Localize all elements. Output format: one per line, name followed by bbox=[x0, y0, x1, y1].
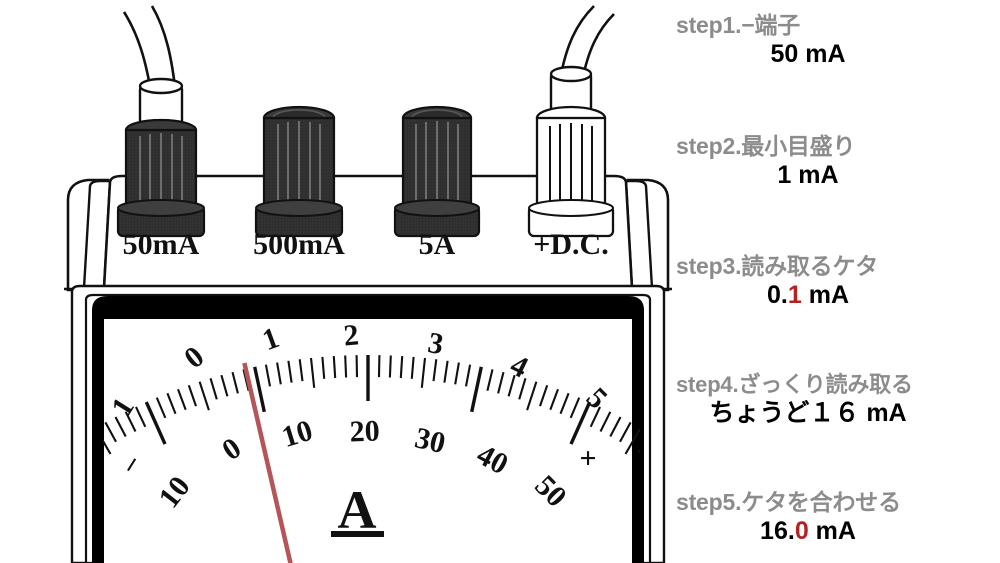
scale-tick-minor bbox=[321, 356, 326, 379]
step-1-label: step1.−端子 bbox=[676, 12, 801, 38]
svg-text:3: 3 bbox=[425, 326, 446, 361]
scale-tick-minor bbox=[198, 381, 210, 411]
steps-panel: step1.−端子 50 mA step2.最小目盛り 1 mA step3.読… bbox=[676, 0, 1000, 563]
scale-tick-minor bbox=[309, 357, 316, 388]
multimeter-svg: 50mA 500mA bbox=[48, 5, 672, 563]
dial-bezel bbox=[92, 296, 644, 563]
step-5-value-prefix: 16. bbox=[760, 517, 795, 545]
terminal-label-50ma: 50mA bbox=[123, 228, 200, 261]
scale-tick-minor bbox=[114, 416, 127, 437]
meter-needle bbox=[242, 362, 293, 563]
scale-tick-minor bbox=[454, 362, 460, 385]
scale-tick-minor bbox=[276, 362, 282, 385]
scale-tick-minor bbox=[410, 356, 415, 379]
scale-tick-minor bbox=[135, 406, 147, 428]
scale-tick-minor bbox=[609, 416, 622, 437]
analog-multimeter-illustration: 50mA 500mA bbox=[48, 5, 672, 563]
step-4-value: ちょうど１６ mA bbox=[676, 398, 940, 428]
terminal-post-500ma[interactable]: 500mA bbox=[253, 105, 345, 261]
terminal-post-50ma[interactable]: 50mA bbox=[116, 5, 206, 261]
scale-tick-major bbox=[144, 401, 167, 445]
svg-text:20: 20 bbox=[349, 414, 380, 448]
scale-tick-minor bbox=[155, 397, 167, 419]
terminal-label-500ma: 500mA bbox=[253, 228, 345, 261]
scale-ticks bbox=[48, 355, 640, 496]
terminal-label-5a: 5A bbox=[419, 228, 456, 261]
scale-tick-minor bbox=[187, 384, 197, 407]
scale-tick-minor bbox=[344, 355, 348, 378]
scale-tick-major bbox=[470, 366, 483, 413]
scale-tick-minor bbox=[486, 369, 494, 392]
step-item-3: step3.読み取るケタ 0.1 mA bbox=[676, 253, 1000, 310]
step-1-value-prefix: 50 mA bbox=[770, 40, 846, 68]
scale-tick-minor bbox=[589, 406, 601, 428]
scale-tick-minor bbox=[443, 360, 449, 383]
step-item-2: step2.最小目盛り 1 mA bbox=[676, 133, 1000, 190]
scale-tick-minor bbox=[549, 388, 559, 411]
step-4-value-prefix: ちょうど１６ mA bbox=[709, 399, 907, 427]
step-5-label: step5.ケタを合わせる bbox=[676, 489, 901, 515]
scale-tick-minor bbox=[124, 411, 137, 432]
scale-tick-minor bbox=[209, 377, 218, 400]
step-3-value: 0.1 mA bbox=[676, 280, 940, 310]
step-2-value-prefix: 1 mA bbox=[777, 161, 839, 189]
scale-tick-minor bbox=[57, 453, 70, 471]
step-item-5: step5.ケタを合わせる 16.0 mA bbox=[676, 489, 1000, 546]
scale-tick-major bbox=[253, 366, 266, 413]
step-5-value-highlight: 0 bbox=[794, 517, 809, 545]
svg-text:30: 30 bbox=[412, 421, 449, 460]
svg-text:2: 2 bbox=[342, 318, 360, 352]
scale-tick-minor bbox=[559, 392, 570, 415]
plus-polarity-mark: + bbox=[579, 442, 596, 475]
scale-tick-minor bbox=[518, 377, 527, 400]
terminal-post-5a[interactable]: 5A bbox=[393, 105, 481, 261]
scale-tick-minor bbox=[399, 356, 404, 379]
scale-tick-minor bbox=[298, 359, 304, 382]
scale-tick-minor bbox=[177, 388, 187, 411]
scale-tick-minor bbox=[497, 371, 505, 394]
scale-tick-minor bbox=[264, 364, 272, 387]
step-3-label: step3.読み取るケタ bbox=[676, 253, 879, 279]
scale-tick-minor bbox=[539, 384, 549, 407]
scale-tick-minor bbox=[624, 427, 640, 455]
step-item-1: step1.−端子 50 mA bbox=[676, 12, 1000, 69]
terminal-post-dc[interactable]: +D.C. bbox=[527, 5, 615, 261]
scale-tick-minor bbox=[166, 392, 177, 415]
step-4-label: step4.ざっくり読み取る bbox=[676, 372, 913, 397]
scale-tick-minor bbox=[104, 421, 117, 443]
step-item-4: step4.ざっくり読み取る ちょうど１６ mA bbox=[676, 371, 1000, 428]
step-5-value: 16.0 mA bbox=[676, 516, 940, 546]
step-2-label: step2.最小目盛り bbox=[676, 133, 856, 159]
step-3-value-prefix: 0. bbox=[767, 281, 788, 309]
scale-tick-minor bbox=[220, 374, 229, 397]
scale-tick-minor bbox=[420, 357, 427, 388]
scale-tick-minor bbox=[569, 397, 581, 419]
scale-tick-minor bbox=[526, 381, 538, 411]
scale-tick-minor bbox=[507, 374, 516, 397]
step-3-value-highlight: 1 bbox=[787, 281, 802, 309]
scale-tick-minor bbox=[619, 421, 632, 443]
step-5-value-suffix: mA bbox=[808, 517, 856, 545]
scale-tick-minor bbox=[388, 355, 392, 378]
step-2-value: 1 mA bbox=[676, 160, 940, 190]
scale-tick-minor bbox=[599, 411, 612, 432]
scale-tick-minor bbox=[464, 364, 472, 387]
scale-tick-major bbox=[569, 401, 592, 445]
scale-tick-minor bbox=[103, 438, 112, 455]
terminal-label-dc: +D.C. bbox=[533, 228, 608, 261]
unit-symbol-ampere: A bbox=[338, 480, 377, 540]
scale-tick-minor bbox=[287, 360, 293, 383]
step-3-value-suffix: mA bbox=[801, 281, 849, 309]
step-1-value: 50 mA bbox=[676, 39, 940, 69]
scale-tick-minor bbox=[432, 359, 438, 382]
scale-tick-major bbox=[48, 459, 75, 496]
scale-tick-minor bbox=[332, 356, 337, 379]
scale-tick-minor bbox=[231, 371, 239, 394]
